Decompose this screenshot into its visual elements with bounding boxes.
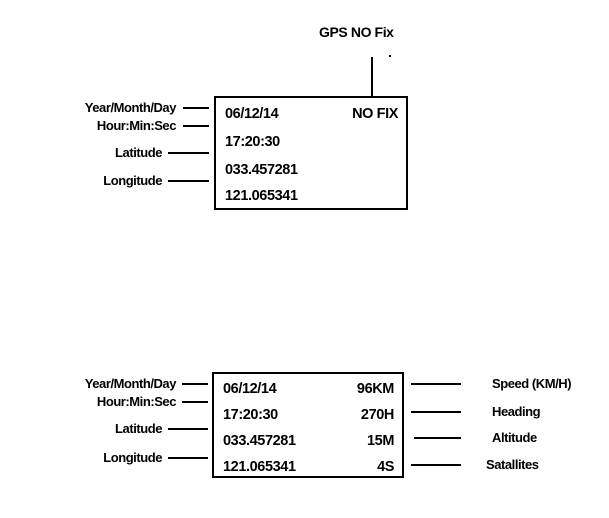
screen-time-value: 17:20:30 <box>225 133 280 150</box>
leader-heading <box>411 411 461 413</box>
leader-latitude-bottom <box>168 428 208 430</box>
screen-row: 121.065341 <box>216 182 406 210</box>
label-hour-min-sec-bottom: Hour:Min:Sec <box>96 393 177 409</box>
label-hour-min-sec-top: Hour:Min:Sec <box>96 117 177 133</box>
leader-latitude-top <box>168 152 209 154</box>
gps-no-fix-callout-leader <box>371 57 373 96</box>
leader-longitude-bottom <box>168 457 208 459</box>
label-speed: Speed (KM/H) <box>492 375 572 391</box>
label-year-month-day-top: Year/Month/Day <box>84 99 177 115</box>
label-year-month-day-bottom: Year/Month/Day <box>84 375 177 391</box>
label-latitude-bottom: Latitude <box>115 420 162 436</box>
leader-satellites <box>411 464 461 466</box>
label-latitude-top: Latitude <box>115 144 162 160</box>
screen-row: 033.457281 <box>216 156 406 184</box>
table-row: 17:20:30 270H <box>214 401 402 429</box>
table-row: 06/12/14 96KM <box>214 375 402 403</box>
label-longitude-top: Longitude <box>103 172 162 188</box>
screen-satellites-value: 4S <box>377 458 394 475</box>
gps-no-fix-callout-label: GPS NO Fix <box>319 24 394 40</box>
leader-speed <box>411 383 461 385</box>
label-altitude: Altitude <box>492 429 537 445</box>
leader-hour-min-sec-bottom <box>182 401 208 403</box>
screen-latitude-value: 033.457281 <box>223 432 296 449</box>
leader-year-month-day-bottom <box>182 383 208 385</box>
screen-date-value: 06/12/14 <box>223 380 277 397</box>
screen-longitude-value: 121.065341 <box>225 187 298 204</box>
scan-artifact-speck <box>389 55 391 57</box>
screen-time-value: 17:20:30 <box>223 406 278 423</box>
leader-hour-min-sec-top <box>183 125 209 127</box>
leader-altitude <box>414 437 461 439</box>
screen-latitude-value: 033.457281 <box>225 161 298 178</box>
label-satellites: Satallites <box>486 456 539 472</box>
screen-speed-value: 96KM <box>356 380 394 397</box>
leader-longitude-top <box>168 180 209 182</box>
gps-screen-no-fix: 06/12/14 NO FIX 17:20:30 033.457281 121.… <box>214 96 408 210</box>
screen-longitude-value: 121.065341 <box>223 458 296 475</box>
screen-altitude-value: 15M <box>366 432 394 449</box>
label-longitude-bottom: Longitude <box>103 449 162 465</box>
screen-fix-status-value: NO FIX <box>352 105 398 122</box>
screen-heading-value: 270H <box>360 406 394 423</box>
leader-year-month-day-top <box>183 107 209 109</box>
screen-row: 06/12/14 NO FIX <box>216 100 406 128</box>
screen-date-value: 06/12/14 <box>225 105 279 122</box>
screen-row: 17:20:30 <box>216 128 406 156</box>
table-row: 121.065341 4S <box>214 453 402 481</box>
label-heading: Heading <box>492 403 541 419</box>
table-row: 033.457281 15M <box>214 427 402 455</box>
gps-screen-fix: 06/12/14 96KM 17:20:30 270H 033.457281 1… <box>212 372 404 478</box>
